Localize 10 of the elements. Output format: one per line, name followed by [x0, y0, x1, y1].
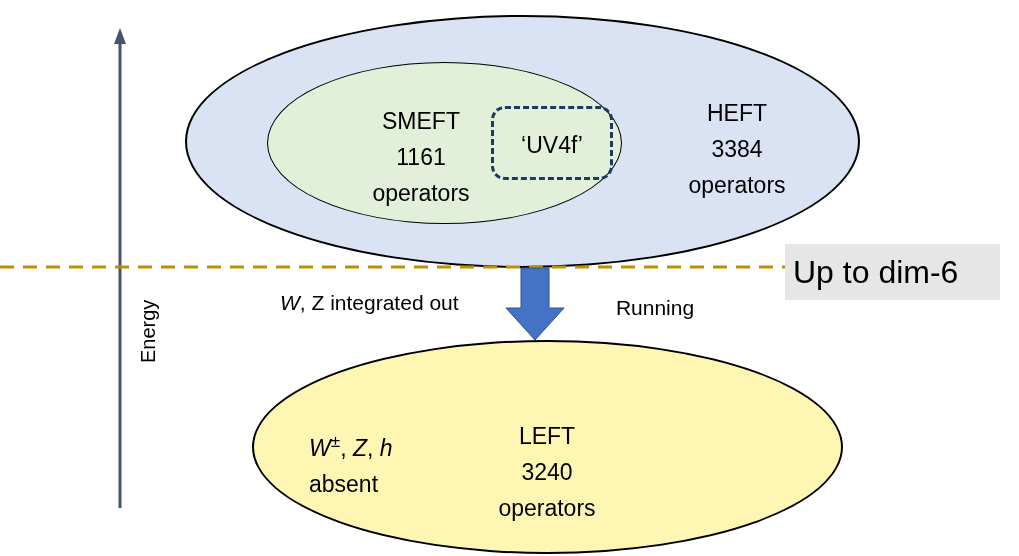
- node-text: W$^{±}$, Z, h absent: [309, 430, 394, 499]
- threshold-label: Up to dim-6: [785, 244, 1000, 300]
- annotation-text: W, Z integrated out: [280, 290, 460, 316]
- node-text: HEFT 3384 operators: [687, 99, 787, 200]
- node-text: LEFT 3240 operators: [497, 422, 597, 523]
- dashed-box: [491, 106, 613, 180]
- annotation-text: Running: [614, 295, 696, 321]
- block-arrow: [505, 267, 565, 341]
- node-text: SMEFT 1161 operators: [371, 107, 471, 208]
- node-text: ‘UV4f’: [520, 131, 584, 160]
